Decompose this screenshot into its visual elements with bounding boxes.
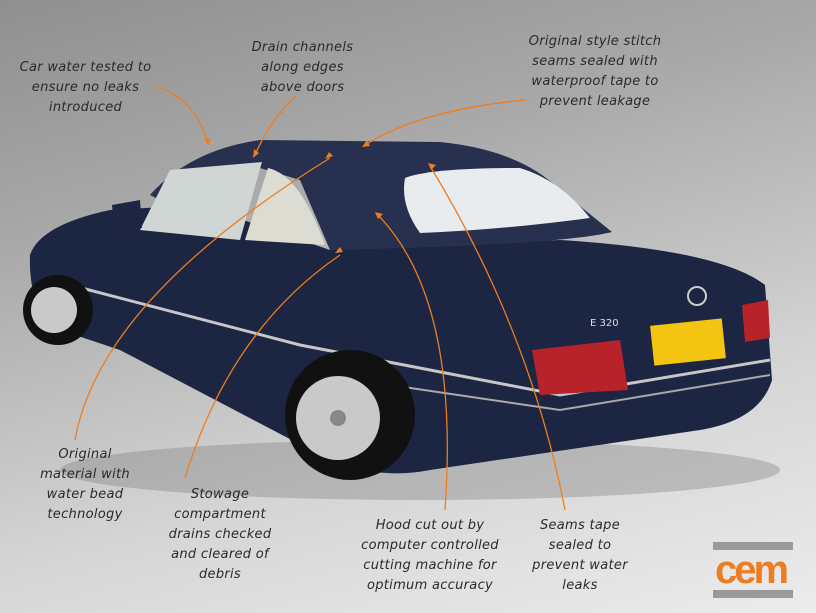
front-wheel [23, 275, 93, 345]
car-badge: E 320 [590, 318, 619, 329]
mercedes-emblem [687, 286, 707, 306]
callout-original-material: Original material with water bead techno… [40, 447, 130, 522]
front-window [140, 162, 262, 240]
callout-hood-cut: Hood cut out by computer controlled cutt… [361, 518, 499, 593]
license-plate [650, 318, 726, 366]
callout-stitch-seams: Original style stitch seams sealed with … [528, 34, 662, 109]
logo-text: cem [715, 548, 789, 592]
rear-side-window [245, 168, 325, 245]
cem-logo: cem [713, 542, 793, 599]
callout-water-tested: Car water tested to ensure no leaks intr… [19, 60, 152, 115]
callout-seams-tape: Seams tape sealed to prevent water leaks [532, 518, 628, 593]
rear-wheel [285, 350, 415, 480]
rear-window [404, 168, 590, 233]
leader-lines [74, 85, 566, 511]
callout-drain-channels: Drain channels along edges above doors [251, 40, 354, 95]
callout-stowage-drains: Stowage compartment drains checked and c… [168, 487, 272, 582]
